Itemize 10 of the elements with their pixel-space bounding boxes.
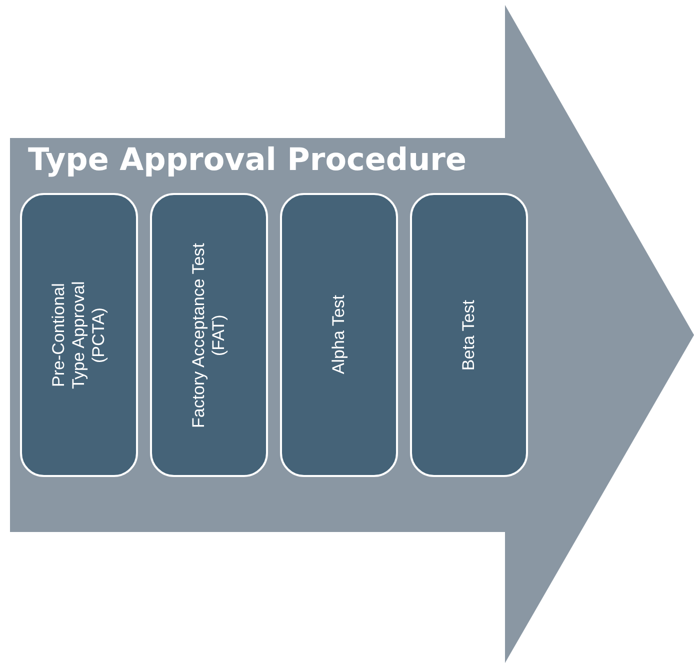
step-box: [150, 193, 268, 477]
step-box: [20, 193, 138, 477]
step-label: Beta Test: [458, 300, 479, 370]
step-box: [280, 193, 398, 477]
step-label: Factory Acceptance Test (FAT): [188, 242, 229, 430]
step-label: Pre-Contional Type Approval (PCTA): [48, 280, 110, 391]
step-box: [410, 193, 528, 477]
step-label: Alpha Test: [328, 295, 349, 375]
arrow-shape: [10, 5, 694, 663]
title: Type Approval Procedure: [28, 142, 466, 178]
